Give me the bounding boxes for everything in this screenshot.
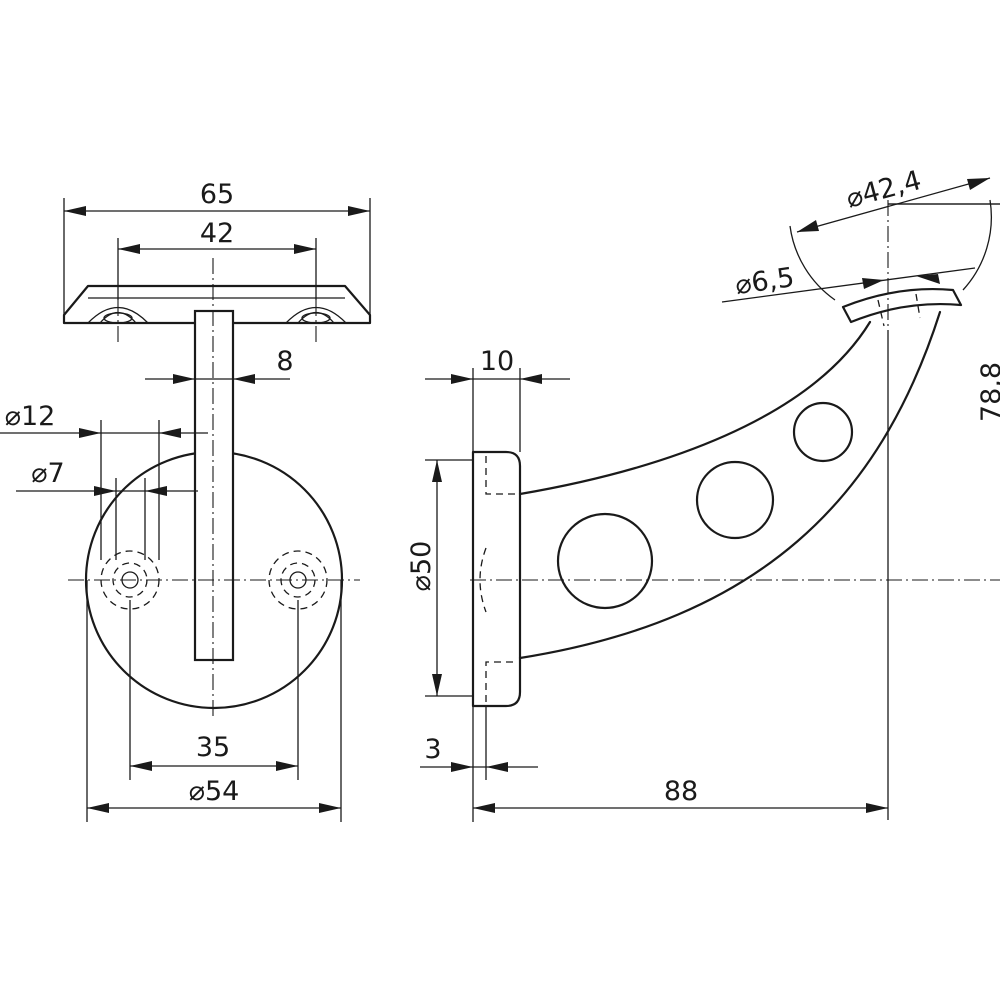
arm-hole-large [556, 512, 654, 610]
dim-dia-7: ⌀7 [31, 458, 64, 489]
dim-78-8: 78,8 [976, 362, 1000, 422]
dim-42: 42 [200, 218, 234, 249]
dim-88: 88 [664, 776, 698, 807]
dim-dia-6-5: ⌀6,5 [733, 262, 796, 301]
dim-dia-50: ⌀50 [406, 541, 437, 592]
arm-hole-medium [695, 460, 775, 540]
handrail-outline [789, 199, 993, 301]
side-base [471, 450, 522, 708]
dim-3: 3 [424, 734, 441, 765]
dim-35: 35 [196, 732, 230, 763]
saddle-cup [841, 287, 963, 324]
dim-65: 65 [200, 179, 234, 210]
support-bar [193, 309, 235, 662]
side-view: 10 ⌀50 3 88 ⌀42,4 ⌀6,5 78,8 [406, 165, 1000, 822]
dim-8: 8 [276, 346, 293, 377]
curved-arm [518, 320, 872, 496]
dim-dia-12: ⌀12 [5, 401, 56, 432]
dim-dia-54: ⌀54 [189, 776, 240, 807]
dim-10: 10 [480, 346, 514, 377]
arm-hole-small [792, 401, 854, 463]
front-view: 65 42 8 ⌀12 ⌀7 35 ⌀54 [0, 179, 372, 822]
